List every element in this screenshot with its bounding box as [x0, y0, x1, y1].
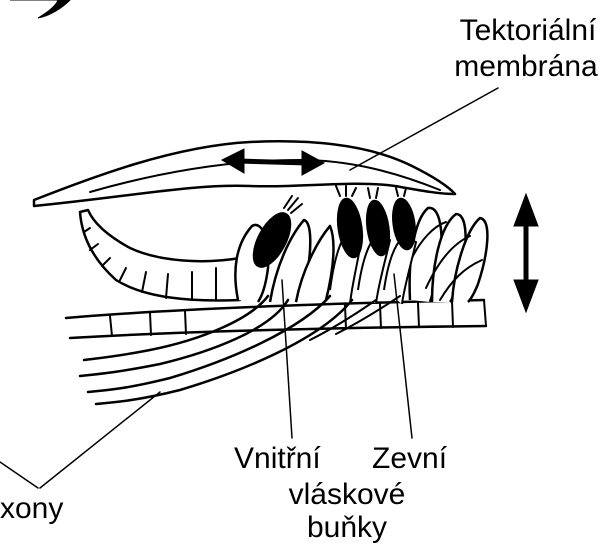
axons-label: xony: [0, 494, 63, 524]
basilar-membrane: [66, 300, 486, 338]
axon-leader-upper: [40, 392, 160, 488]
hair-cells-label-line2: buňky: [282, 513, 412, 543]
inner-hair-cell-label: Vnitřní: [234, 444, 321, 474]
tectorial-label-line1: Tektoriální: [444, 16, 612, 46]
tectorial-label-line2: membrána: [438, 52, 614, 82]
outer-hair-cells: [330, 186, 419, 304]
top-left-arc: [10, 0, 70, 18]
vertical-motion-arrow-icon: [514, 194, 538, 312]
axon-leader-lower: [0, 462, 38, 488]
tectorial-leader-line: [350, 88, 498, 170]
supporting-cells: [410, 208, 488, 302]
outer-hair-cell-label: Zevní: [372, 444, 447, 474]
inner-sulcus-cells: [80, 210, 240, 300]
hair-cells-label-line1: vláskové: [272, 480, 422, 510]
